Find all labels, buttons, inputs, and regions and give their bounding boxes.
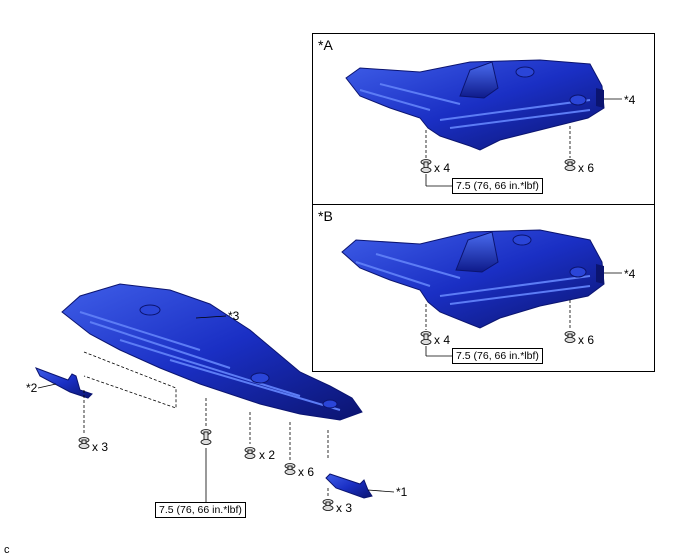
panel-a-undercover — [345, 59, 605, 151]
panel-a-count-right: x 6 — [578, 161, 595, 175]
panel-a-count-left: x 4 — [434, 161, 451, 175]
bolts — [78, 159, 576, 511]
panel-b-label: *B — [318, 208, 333, 224]
count-left-bracket: x 3 — [92, 440, 109, 454]
panel-b-undercover — [341, 229, 605, 329]
count-mid-2: x 6 — [298, 465, 315, 479]
bracket-2 — [34, 367, 93, 399]
panel-b-count-left: x 4 — [434, 333, 451, 347]
bracket-left-label: *2 — [26, 381, 38, 395]
corner-code: c — [4, 544, 10, 556]
leader-lines — [37, 98, 622, 502]
panel-a-label: *A — [318, 37, 333, 53]
cover-label: *3 — [228, 309, 240, 323]
bracket-1 — [325, 473, 373, 499]
bracket-right-label: *1 — [396, 485, 408, 499]
count-right-bracket: x 3 — [336, 501, 353, 515]
main-undercover — [61, 283, 363, 421]
panel-b-frame — [312, 204, 655, 372]
panel-a-part-label: *4 — [624, 93, 636, 107]
panel-b-torque: 7.5 (76, 66 in.*lbf) — [452, 348, 543, 364]
main-torque: 7.5 (76, 66 in.*lbf) — [155, 502, 246, 518]
panel-b-part-label: *4 — [624, 267, 636, 281]
panel-a-torque: 7.5 (76, 66 in.*lbf) — [452, 178, 543, 194]
panel-b-count-right: x 6 — [578, 333, 595, 347]
count-mid-1: x 2 — [259, 448, 276, 462]
dashed-guides — [83, 126, 571, 496]
